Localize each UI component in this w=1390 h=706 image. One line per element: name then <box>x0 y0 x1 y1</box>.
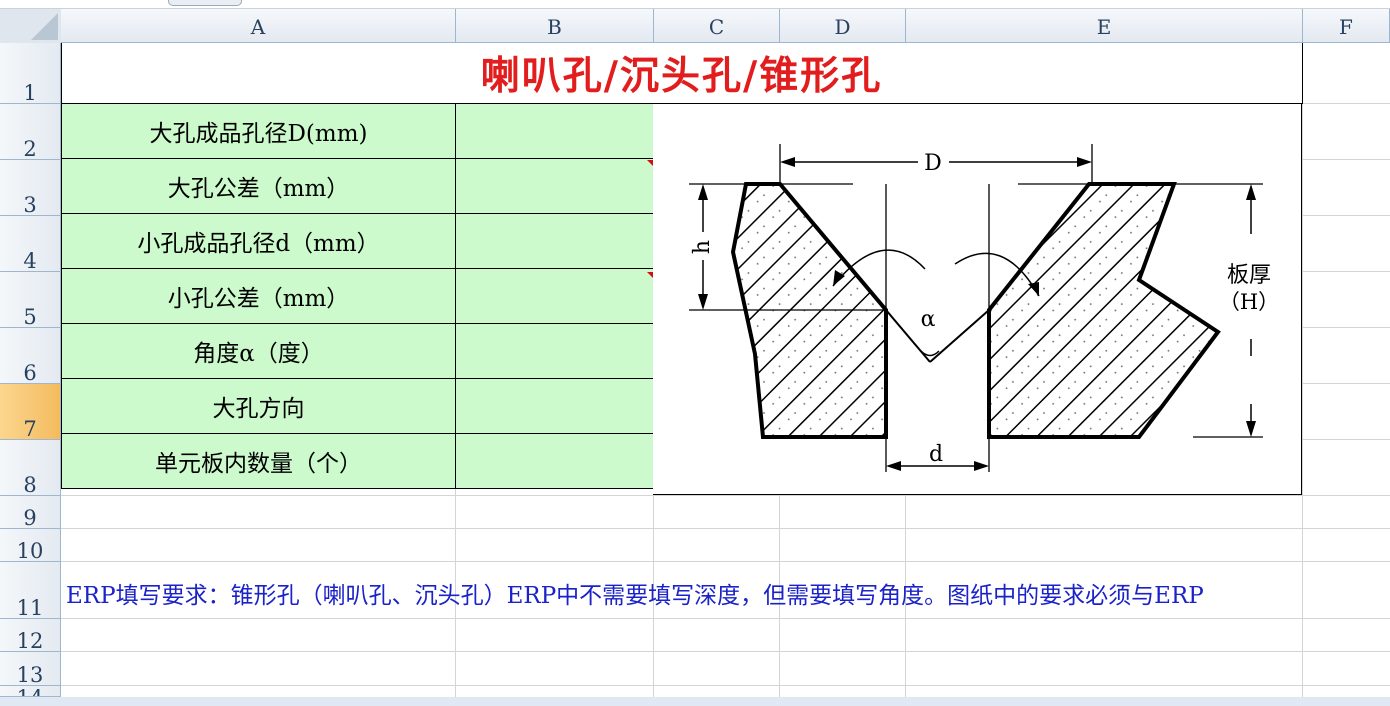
column-header-b[interactable]: B <box>456 9 654 43</box>
row-header-5[interactable]: 5 <box>0 272 61 329</box>
label-cell[interactable]: 单元板内数量（个） <box>61 433 456 489</box>
table-row: 大孔成品孔径D(mm) <box>61 103 654 159</box>
dimension-D-label: D <box>924 151 942 176</box>
row-header-10[interactable]: 10 <box>0 529 61 563</box>
formula-bar-edge <box>0 0 1390 9</box>
row-header-7[interactable]: 7 <box>0 384 61 441</box>
tab-fragment[interactable] <box>168 0 242 6</box>
countersink-drawing: D h 板厚 （H） d α <box>689 144 1279 472</box>
comment-indicator-icon[interactable] <box>647 160 653 166</box>
row-header-8[interactable]: 8 <box>0 440 61 497</box>
column-header-e[interactable]: E <box>906 9 1303 43</box>
dimension-h-label: h <box>690 240 715 254</box>
table-row: 单元板内数量（个） <box>61 433 654 489</box>
row-header-9[interactable]: 9 <box>0 496 61 530</box>
dimension-d-label: d <box>929 442 943 467</box>
label-cell[interactable]: 角度α（度） <box>61 323 456 379</box>
label-cell[interactable]: 大孔方向 <box>61 378 456 434</box>
column-header-a[interactable]: A <box>61 9 456 43</box>
thickness-label: 板厚 <box>1227 263 1271 288</box>
value-cell[interactable] <box>455 158 654 214</box>
value-cell[interactable] <box>455 323 654 379</box>
row-header-12[interactable]: 12 <box>0 619 61 653</box>
value-cell[interactable] <box>455 103 654 159</box>
row-header-3[interactable]: 3 <box>0 160 61 217</box>
corner-triangle-icon <box>31 13 58 40</box>
row-header-6[interactable]: 6 <box>0 328 61 385</box>
table-row: 角度α（度） <box>61 323 654 379</box>
sheet-bottom-edge <box>0 697 1390 706</box>
table-row: 小孔成品孔径d（mm） <box>61 213 654 269</box>
countersink-diagram[interactable]: D h 板厚 （H） d α <box>653 103 1302 495</box>
parameter-table: 大孔成品孔径D(mm) 大孔公差（mm） 小孔成品孔径d（mm） 小孔公差（mm… <box>61 103 654 489</box>
label-cell[interactable]: 大孔公差（mm） <box>61 158 456 214</box>
row-header-11[interactable]: 11 <box>0 562 61 620</box>
value-cell[interactable] <box>455 378 654 434</box>
sheet-title[interactable]: 喇叭孔/沉头孔/锥形孔 <box>61 43 1302 103</box>
row-header-2[interactable]: 2 <box>0 104 61 161</box>
row-header-13[interactable]: 13 <box>0 652 61 687</box>
table-row: 大孔方向 <box>61 378 654 434</box>
thickness-H-label: （H） <box>1219 290 1279 314</box>
value-cell[interactable] <box>455 433 654 489</box>
column-header-c[interactable]: C <box>654 9 780 43</box>
comment-indicator-icon[interactable] <box>647 272 653 278</box>
label-cell[interactable]: 小孔公差（mm） <box>61 268 456 324</box>
value-cell[interactable] <box>455 268 654 324</box>
table-row: 小孔公差（mm） <box>61 268 654 324</box>
label-cell[interactable]: 大孔成品孔径D(mm) <box>61 103 456 159</box>
table-row: 大孔公差（mm） <box>61 158 654 214</box>
label-cell[interactable]: 小孔成品孔径d（mm） <box>61 213 456 269</box>
row-header-14[interactable]: 14 <box>0 686 61 697</box>
select-all-corner[interactable] <box>0 9 62 44</box>
angle-alpha-label: α <box>921 307 936 332</box>
value-cell[interactable] <box>455 213 654 269</box>
erp-note[interactable]: ERP填写要求：锥形孔（喇叭孔、沉头孔）ERP中不需要填写深度，但需要填写角度。… <box>66 583 1204 609</box>
row-header-4[interactable]: 4 <box>0 216 61 273</box>
column-header-d[interactable]: D <box>780 9 906 43</box>
row-header-1[interactable]: 1 <box>0 43 61 105</box>
column-header-f[interactable]: F <box>1303 9 1390 43</box>
